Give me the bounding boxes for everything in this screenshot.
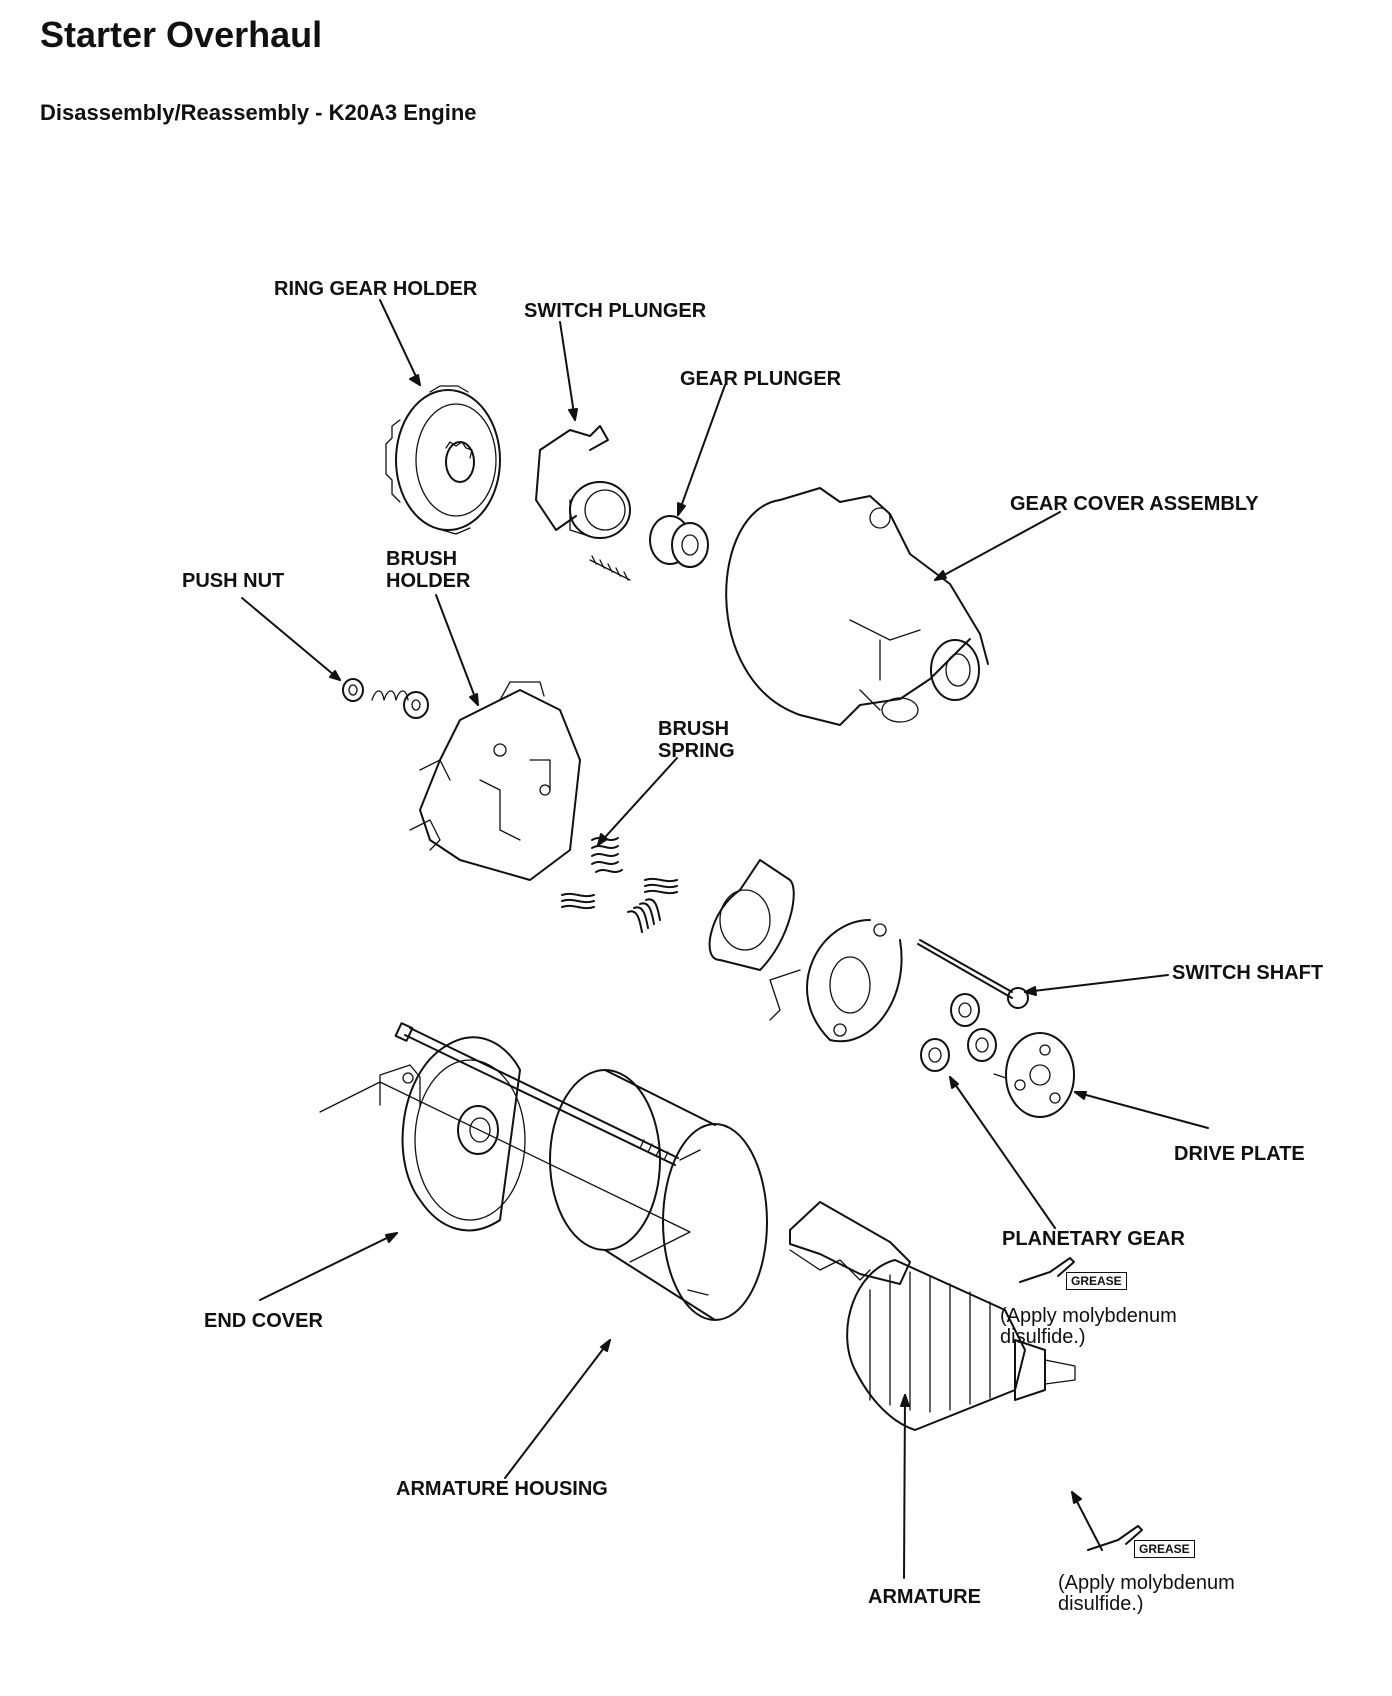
label-armature: ARMATURE xyxy=(868,1586,981,1608)
label-drive-plate: DRIVE PLATE xyxy=(1174,1143,1305,1165)
carrier-part xyxy=(769,919,903,1043)
through-bolt-part xyxy=(319,1022,691,1263)
grease-note-planetary-line2: disulfide.) xyxy=(1000,1326,1086,1348)
gear-plunger-part xyxy=(649,515,709,568)
ring-gear-holder-part xyxy=(385,385,501,535)
switch-plunger-part xyxy=(535,425,631,581)
push-nut-part xyxy=(342,678,429,719)
label-planetary-gear: PLANETARY GEAR xyxy=(1002,1228,1185,1250)
gear-cover-assembly-part xyxy=(725,487,989,726)
label-push-nut: PUSH NUT xyxy=(182,570,285,592)
grease-note-armature-line2: disulfide.) xyxy=(1058,1593,1144,1615)
label-gear-plunger: GEAR PLUNGER xyxy=(680,368,842,390)
grease-note-armature-line1: (Apply molybdenum xyxy=(1058,1572,1235,1594)
label-brush-spring-line2: SPRING xyxy=(658,740,735,762)
page-subtitle: Disassembly/Reassembly - K20A3 Engine xyxy=(40,100,477,125)
label-brush-holder-line2: HOLDER xyxy=(386,570,471,592)
label-brush-spring-line1: BRUSH xyxy=(658,718,730,740)
label-end-cover: END COVER xyxy=(204,1310,323,1332)
brush-spring-part xyxy=(561,837,678,933)
grease-tube-icon xyxy=(1019,1257,1143,1551)
label-switch-plunger: SWITCH PLUNGER xyxy=(524,300,707,322)
label-switch-shaft: SWITCH SHAFT xyxy=(1172,962,1324,984)
plate-part xyxy=(708,859,795,971)
leader-lines xyxy=(241,299,1209,1579)
armature-housing-part xyxy=(549,1069,768,1321)
label-ring-gear-holder: RING GEAR HOLDER xyxy=(274,278,478,300)
label-brush-holder-line1: BRUSH xyxy=(386,548,458,570)
brush-cover-part xyxy=(789,1201,911,1285)
end-cover-part xyxy=(379,1036,526,1232)
drive-plate-part xyxy=(993,1032,1075,1118)
armature-part xyxy=(846,1259,1076,1431)
label-gear-cover-assembly: GEAR COVER ASSEMBLY xyxy=(1010,493,1259,515)
grease-note-planetary-line1: (Apply molybdenum xyxy=(1000,1305,1177,1327)
planetary-gear-part xyxy=(920,993,997,1072)
brush-holder-part xyxy=(409,681,581,881)
switch-shaft-part xyxy=(917,939,1029,1009)
page-title: Starter Overhaul xyxy=(40,14,323,55)
label-armature-housing: ARMATURE HOUSING xyxy=(396,1478,608,1500)
grease-tag-armature: GREASE xyxy=(1134,1540,1195,1558)
grease-tag-planetary: GREASE xyxy=(1066,1272,1127,1290)
